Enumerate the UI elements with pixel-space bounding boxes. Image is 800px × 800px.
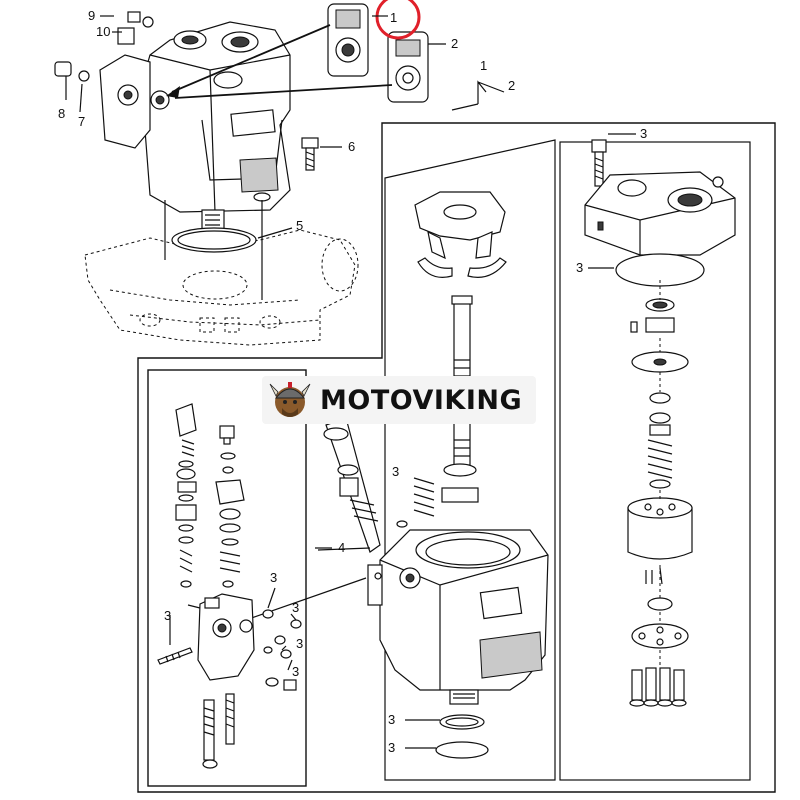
seal-inset-2 — [387, 31, 429, 103]
callout-3-oring: 3 — [576, 260, 583, 275]
logo-wordmark: MOTOVIKING — [320, 384, 523, 416]
callout-8: 8 — [58, 106, 65, 121]
callout-3-seal: 3 — [388, 712, 395, 727]
control-valve-top — [54, 11, 170, 149]
callout-9: 9 — [88, 8, 95, 23]
mounting-bracket-outline — [84, 229, 359, 346]
viking-helmet-icon — [269, 382, 311, 417]
control-valve-parts — [157, 403, 302, 769]
callout-3-snapring: 3 — [388, 740, 395, 755]
pointer-arrow-1 — [171, 24, 331, 93]
callout-10: 10 — [96, 24, 110, 39]
callout-3-bolt: 3 — [640, 126, 647, 141]
pump-housing-center — [367, 529, 549, 705]
motoviking-logo: MOTOVIKING — [262, 376, 536, 424]
callout-2-group: 2 — [508, 78, 515, 93]
bolt-part-6 — [301, 137, 319, 171]
snap-ring-lower — [435, 741, 489, 759]
callout-3-valve-a: 3 — [270, 570, 277, 585]
pump-assembly-top — [139, 21, 291, 300]
callout-1-group: 1 — [480, 58, 487, 73]
callout-3-valve-bolt: 3 — [164, 608, 171, 623]
callout-2-inset: 2 — [451, 36, 458, 51]
callout-3-valve-c: 3 — [296, 636, 303, 651]
callout-3-shim: 3 — [392, 464, 399, 479]
callout-1-highlighted: 1 — [390, 10, 397, 25]
callout-5: 5 — [296, 218, 303, 233]
highlight-circle — [375, 0, 421, 40]
center-column-parts — [323, 191, 507, 553]
callout-4: 4 — [338, 540, 345, 555]
seal-inset-1 — [327, 3, 369, 77]
right-column-box — [559, 141, 751, 781]
callout-6: 6 — [348, 139, 355, 154]
callout-7: 7 — [78, 114, 85, 129]
right-column-parts — [584, 139, 736, 707]
callout-3-valve-d: 3 — [292, 664, 299, 679]
callout-3-valve-b: 3 — [292, 600, 299, 615]
